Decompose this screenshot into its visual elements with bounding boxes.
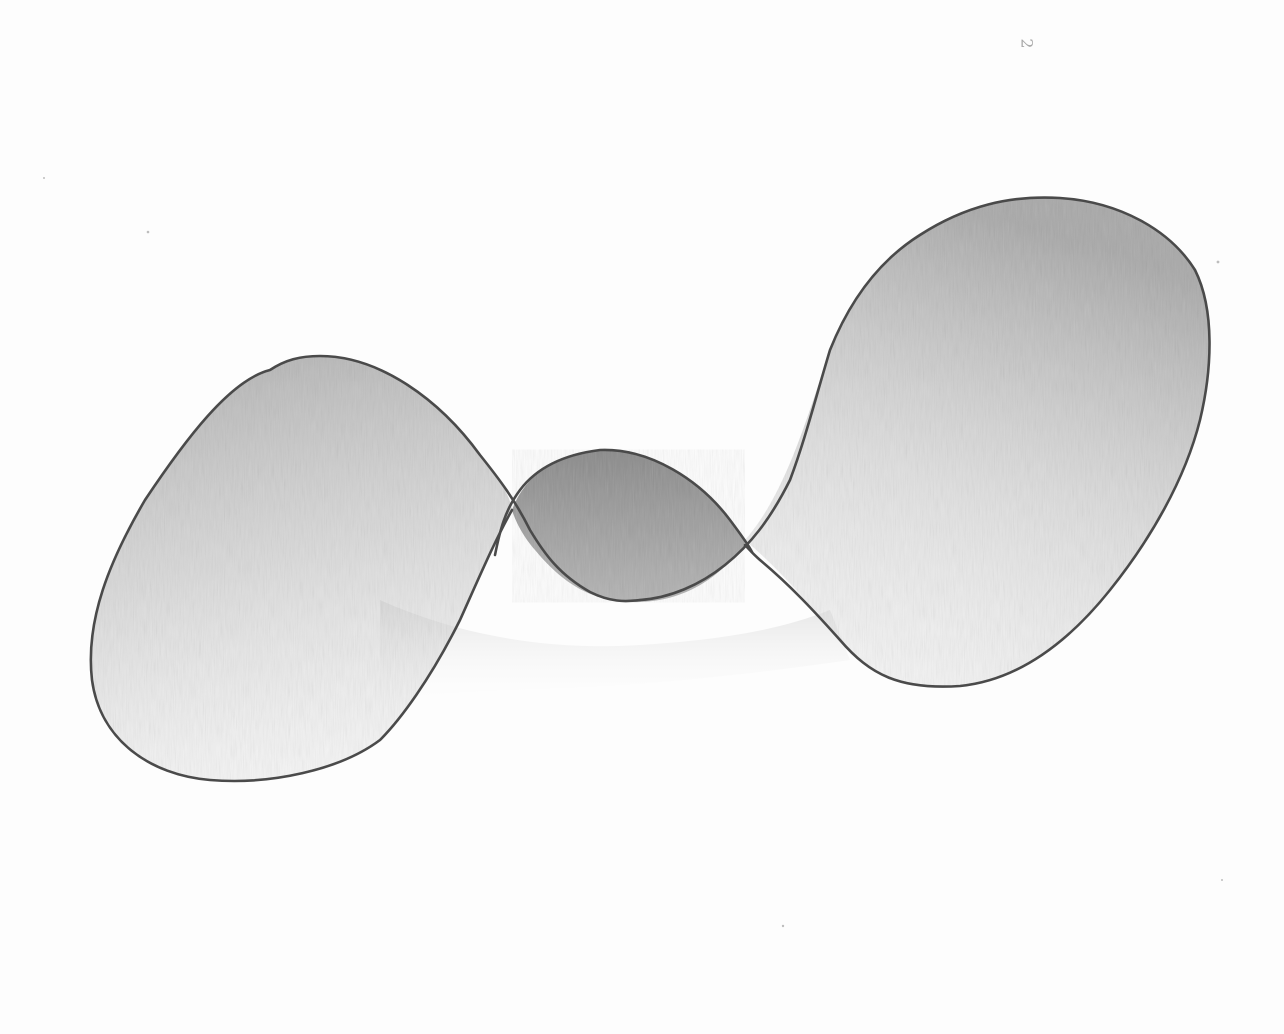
page-mark: 2 xyxy=(1018,38,1037,48)
left-lobe-shading xyxy=(80,340,530,800)
